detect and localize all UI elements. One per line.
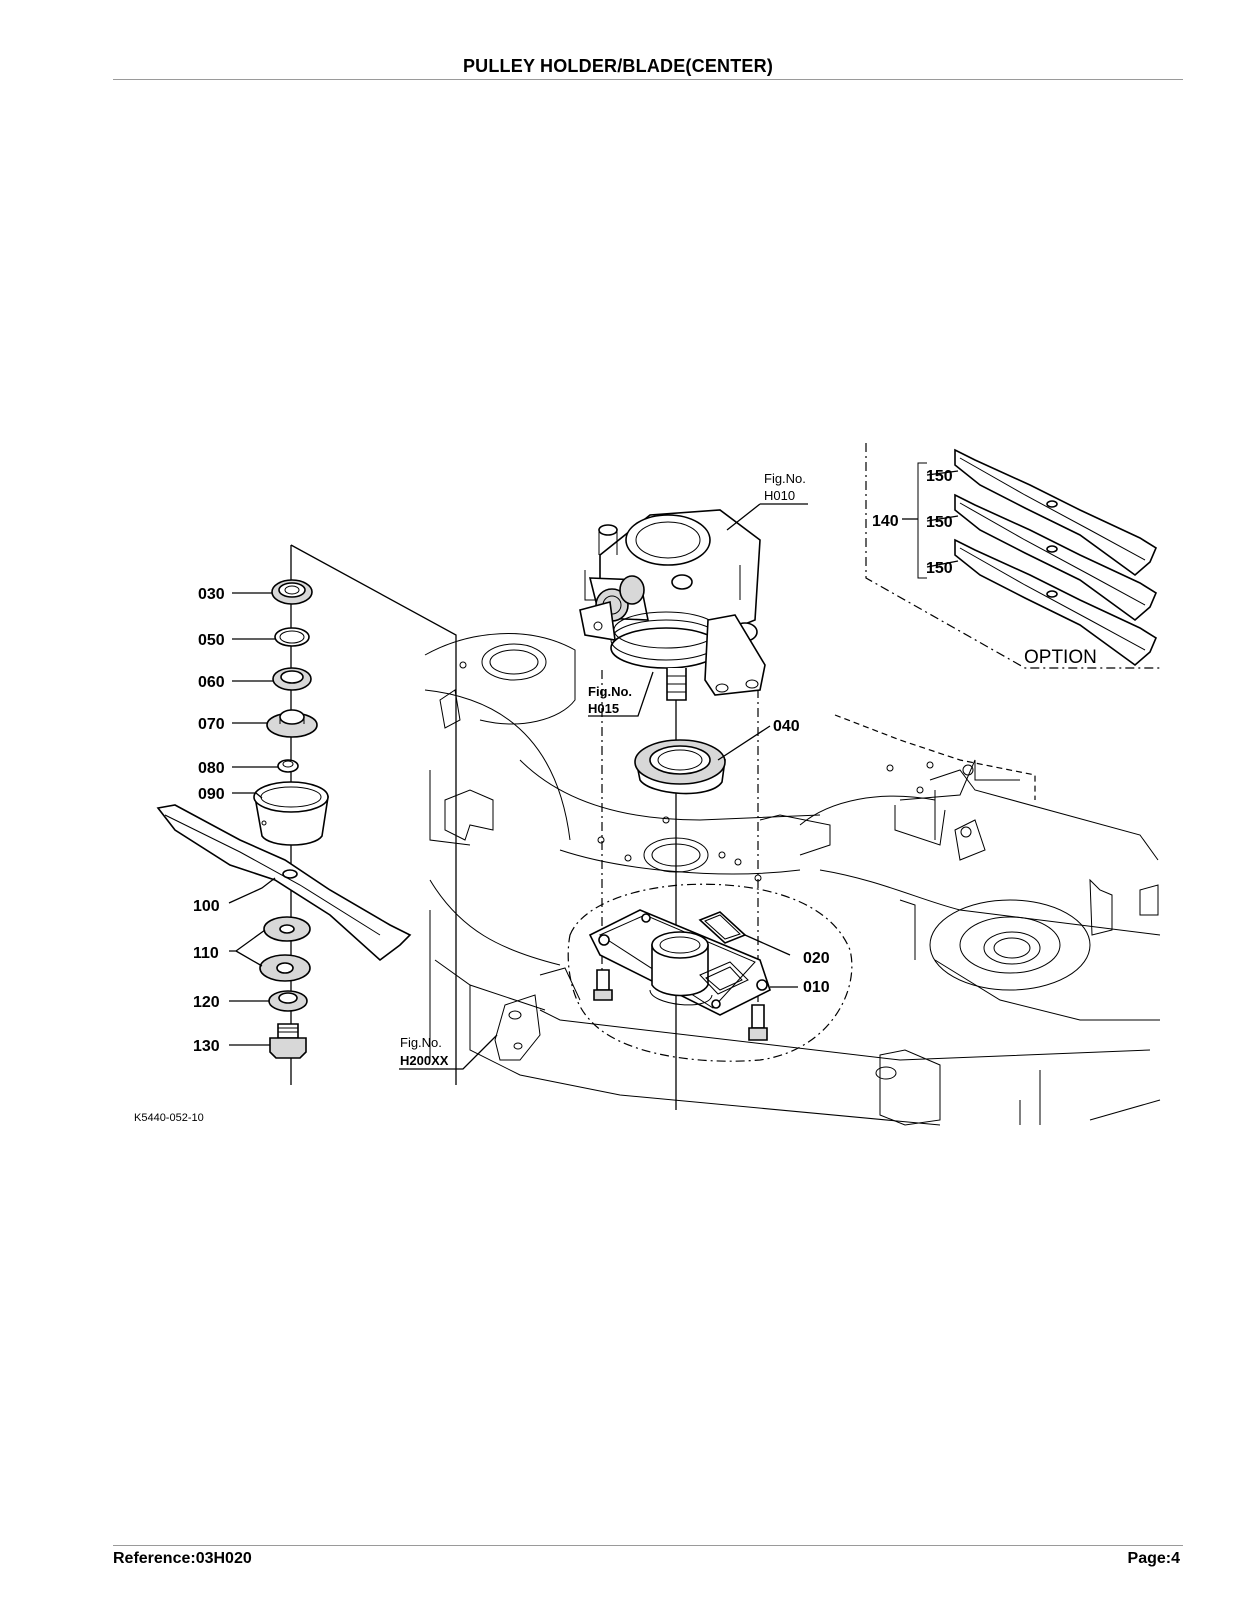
option-label: OPTION [1024,647,1097,668]
callout-130: 130 [193,1038,220,1055]
fig-ref-h015-number: H015 [588,701,619,716]
callout-090: 090 [198,786,225,803]
callout-100: 100 [193,898,220,915]
option-blade-set [865,443,1160,669]
callout-150-bottom: 150 [926,560,953,577]
callout-080: 080 [198,760,225,777]
footer-reference: Reference:03H020 [113,1550,252,1567]
fig-ref-h010-label: Fig.No. [764,471,806,486]
page-title: PULLEY HOLDER/BLADE(CENTER) [462,56,774,76]
fig-ref-h010-number: H010 [764,488,795,503]
callout-140: 140 [872,513,899,530]
fig-ref-h200-label: Fig.No. [400,1035,442,1050]
mower-deck [424,633,1161,1126]
fig-ref-h015-label: Fig.No. [588,684,632,699]
footer-rule [113,1545,1183,1546]
blade-stack-parts [156,579,412,1059]
callout-060: 060 [198,674,225,691]
gearbox-assembly [579,509,766,701]
callout-110: 110 [193,945,219,962]
holder-plate-010 [588,909,771,1041]
callout-150-middle: 150 [926,514,953,531]
callout-120: 120 [193,994,220,1011]
header-rule [113,79,1183,80]
callout-010: 010 [803,979,830,996]
callout-030: 030 [198,586,225,603]
callout-labels: 030 050 060 070 080 090 100 110 120 130 … [193,468,953,1055]
callout-050: 050 [198,632,225,649]
seal-housing-040 [634,739,726,795]
footer-page-number: Page:4 [1127,1550,1180,1567]
drawing-code: K5440-052-10 [134,1112,204,1124]
callout-020: 020 [803,950,830,967]
callout-070: 070 [198,716,225,733]
callout-040: 040 [773,718,800,735]
fig-ref-h200-number: H200XX [400,1053,449,1068]
figure-references: Fig.No. H010 Fig.No. H015 Fig.No. H200XX [400,471,806,1068]
callout-150-top: 150 [926,468,953,485]
leader-lines [228,470,959,1070]
